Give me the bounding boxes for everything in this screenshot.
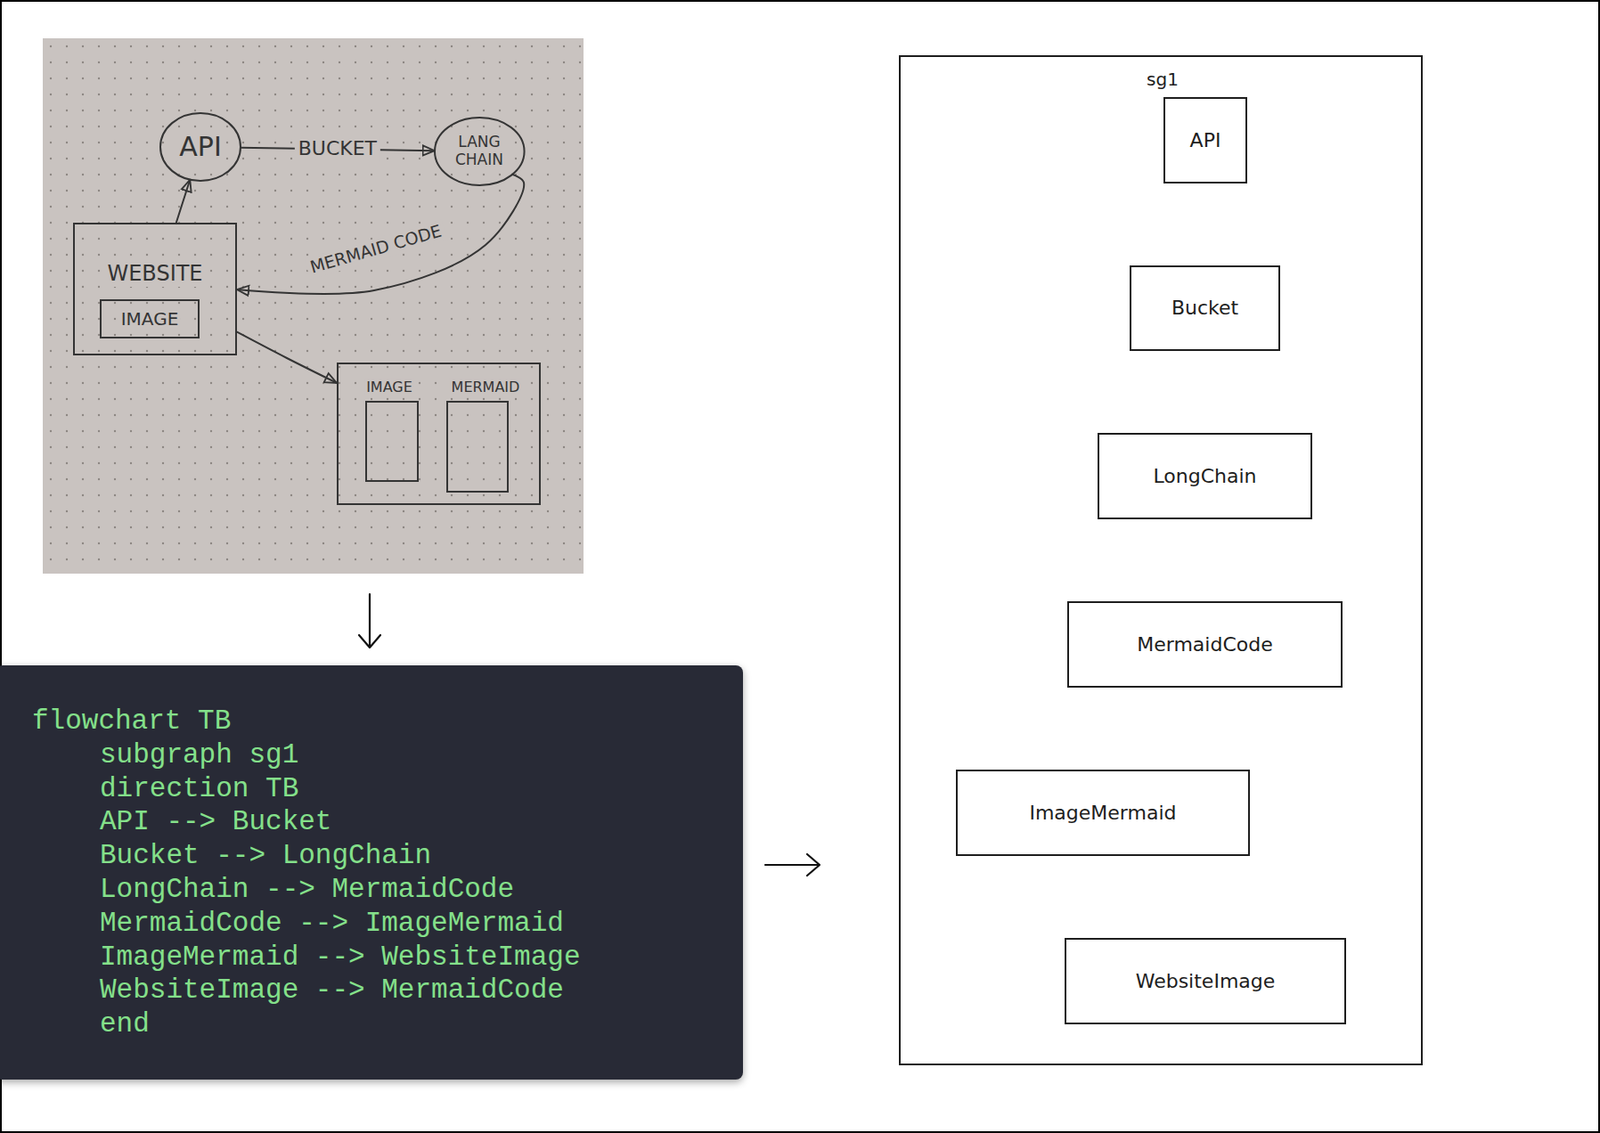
- sketch-dot-grid: [42, 38, 584, 574]
- edge-label: BUCKET: [294, 137, 381, 162]
- node-label: Bucket: [1171, 296, 1239, 319]
- process-box: WebsiteImage: [1064, 938, 1347, 1025]
- flow-connector: [236, 174, 524, 294]
- code-line: MermaidCode --> ImageMermaid: [99, 906, 743, 941]
- flow-connector: [236, 332, 337, 384]
- node-label: WebsiteImage: [1135, 970, 1276, 993]
- process-box: Bucket: [1129, 265, 1281, 352]
- column-heading: MERMAID: [449, 379, 523, 396]
- down-arrow: [359, 594, 381, 648]
- code-line: end: [99, 1007, 743, 1042]
- code-line: LongChain --> MermaidCode: [99, 873, 743, 907]
- sketch-output-box: IMAGE MERMAID: [336, 362, 541, 506]
- circle-outline-shape: [434, 117, 525, 186]
- circle-outline-shape: [160, 113, 241, 181]
- code-line: WebsiteImage --> MermaidCode: [99, 973, 743, 1008]
- subgraph-title: sg1: [1146, 69, 1179, 90]
- code-panel: flowchart TBsubgraph sg1direction TBAPI …: [0, 665, 743, 1080]
- sketch-label: API: [177, 131, 223, 164]
- column-frame: [366, 401, 418, 482]
- code-line: flowchart TB: [32, 704, 743, 739]
- code-line: direction TB: [99, 772, 743, 807]
- process-box: ImageMermaid: [955, 769, 1250, 857]
- code-line: Bucket --> LongChain: [99, 839, 743, 874]
- process-box: MermaidCode: [1067, 601, 1343, 688]
- sketch-label: LANG CHAIN: [448, 133, 510, 169]
- node-label: MermaidCode: [1136, 633, 1274, 656]
- sketch-label: IMAGE: [119, 309, 181, 330]
- node-label: API: [1190, 129, 1222, 152]
- code-line: subgraph sg1: [99, 738, 743, 773]
- sketch-photo: [42, 38, 584, 574]
- column-heading: IMAGE: [364, 379, 415, 396]
- node-label: ImageMermaid: [1028, 801, 1176, 825]
- node-label: LongChain: [1152, 465, 1257, 488]
- sketch-circle: LANG CHAIN: [432, 115, 527, 188]
- sketch-box: IMAGE: [99, 299, 200, 339]
- sketch-circle: API: [158, 111, 243, 183]
- subgraph-frame: sg1API BucketLongChainMermaidCodeImageMer…: [898, 55, 1423, 1066]
- edge-label: MERMAID CODE: [304, 219, 448, 279]
- process-box: API: [1163, 97, 1248, 184]
- code-line: ImageMermaid --> WebsiteImage: [99, 940, 743, 975]
- flow-connector: [176, 179, 190, 223]
- sketch-label: WEBSITE: [105, 261, 205, 287]
- column-frame: [447, 401, 508, 492]
- right-arrow: [765, 854, 820, 876]
- sketch-box: WEBSITE IMAGE: [73, 222, 237, 356]
- code-line: API --> Bucket: [99, 805, 743, 840]
- process-box: LongChain: [1097, 432, 1313, 520]
